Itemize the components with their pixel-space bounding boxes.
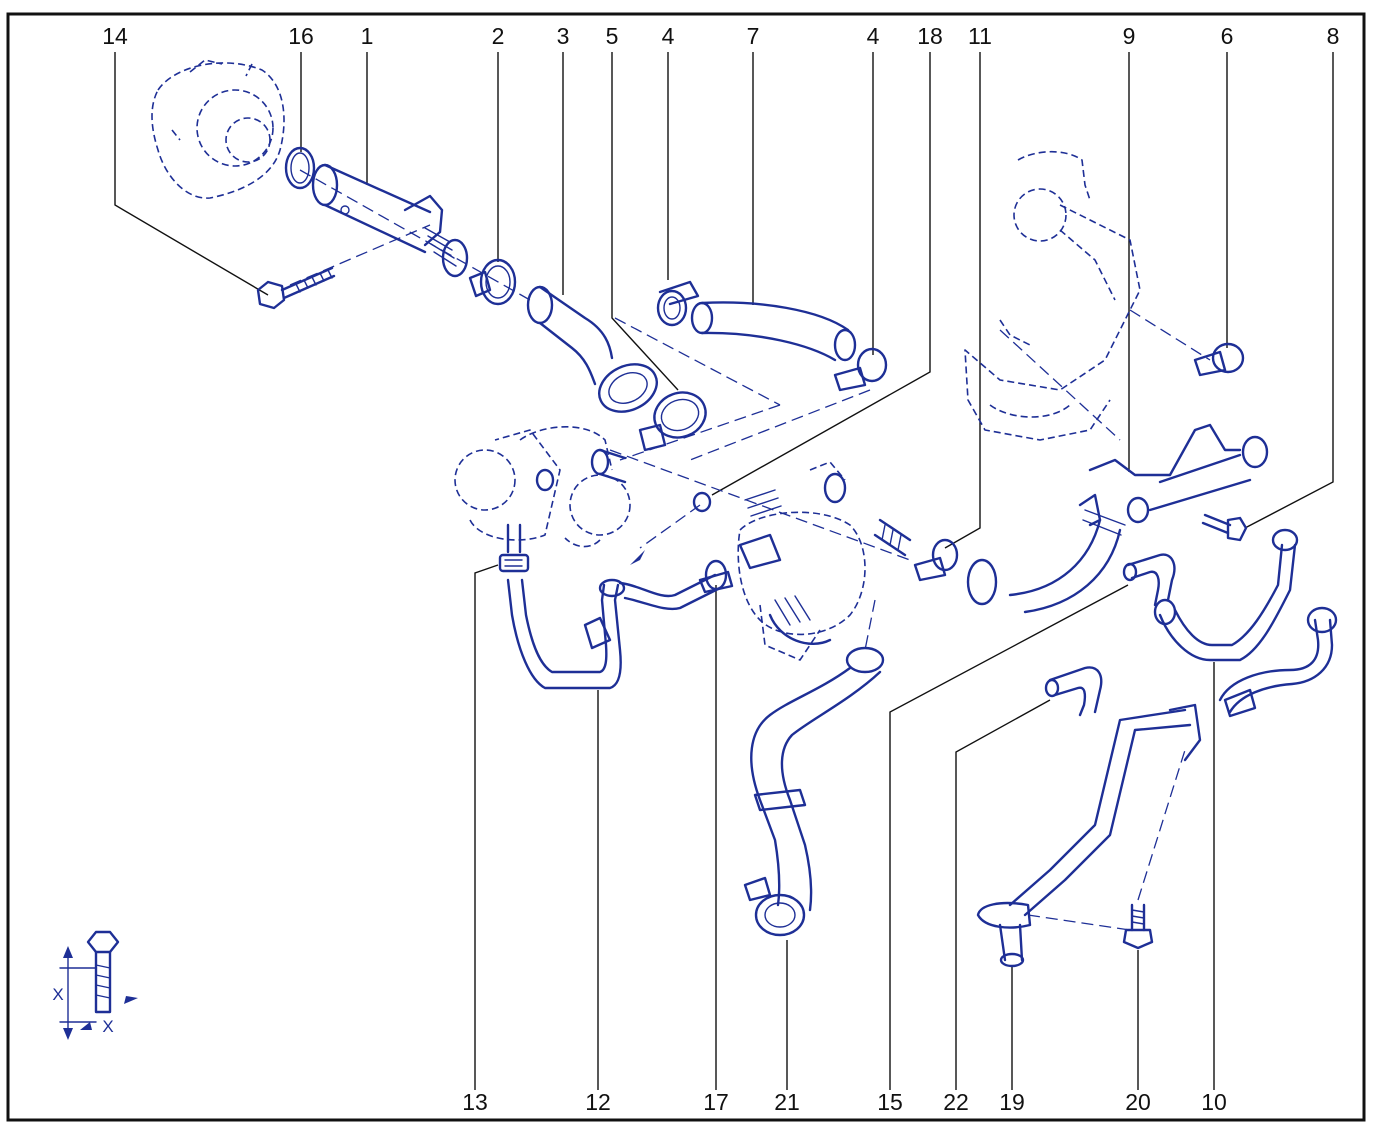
hose-21 [743, 646, 885, 937]
clamp-4-right [833, 347, 888, 392]
callout-10: 10 [1201, 1089, 1227, 1115]
clamp-2 [468, 258, 517, 306]
bottom-callouts: 13 12 17 21 15 22 19 20 10 [462, 1089, 1227, 1115]
callout-6: 6 [1221, 23, 1234, 49]
callout-18: 18 [917, 23, 943, 49]
callout-21: 21 [774, 1089, 800, 1115]
axis-hose-7 [614, 317, 781, 406]
dimension-arrow-top [63, 946, 73, 958]
pipe-19 [976, 703, 1202, 968]
bolt-20 [1122, 903, 1154, 950]
callout-9: 9 [1123, 23, 1136, 49]
hose-7 [690, 301, 857, 362]
callout-16: 16 [288, 23, 314, 49]
water-pump-inlets [738, 472, 912, 645]
bolt-14 [256, 266, 336, 310]
callout-5: 5 [606, 23, 619, 49]
water-pump-ghost [737, 461, 866, 661]
thermostat-outlets [535, 448, 627, 492]
callout-12: 12 [585, 1089, 611, 1115]
pump-housing-ghost [151, 59, 285, 199]
leader-14 [114, 52, 269, 296]
axis-bolt-20 [1027, 914, 1131, 931]
dimension-label-vertical: X [52, 985, 63, 1004]
connector-13 [498, 523, 530, 573]
axis-clamp-6 [1129, 309, 1211, 361]
dimension-label-horizontal: X [102, 1017, 113, 1036]
callout-13: 13 [462, 1089, 488, 1115]
axis-bolt-20-up [1137, 749, 1186, 901]
leader-13 [474, 564, 499, 1090]
clamp-4-left [656, 280, 700, 327]
callout-3: 3 [557, 23, 570, 49]
top-callouts: 14 16 1 2 3 5 4 7 4 18 11 9 6 8 [102, 23, 1339, 49]
bolt-legend: X X [52, 930, 138, 1040]
bolt-head-icon [86, 930, 120, 954]
callout-14: 14 [102, 23, 128, 49]
clamp-6 [1193, 342, 1245, 377]
callout-2: 2 [492, 23, 505, 49]
hose-3 [526, 285, 658, 413]
assembly-axes [289, 169, 1211, 931]
egr-cooler-ghost [964, 150, 1141, 441]
callout-1: 1 [361, 23, 374, 49]
callout-8: 8 [1327, 23, 1340, 49]
callout-4-right: 4 [867, 23, 880, 49]
leader-15 [889, 584, 1129, 1090]
hose-12 [506, 578, 626, 690]
elbow-22 [1044, 666, 1103, 717]
diagram-frame [6, 12, 1366, 1122]
bolt-shank-icon [94, 950, 112, 1014]
callout-20: 20 [1125, 1089, 1151, 1115]
leader-11 [944, 52, 981, 549]
callout-22: 22 [943, 1089, 969, 1115]
leader-18 [711, 52, 931, 496]
plug-18 [630, 491, 712, 565]
callout-11: 11 [968, 23, 992, 49]
clamp-11 [913, 538, 959, 582]
coolant-pipe-1 [311, 163, 469, 278]
axis-pump-21 [864, 599, 876, 651]
bolt-8 [1201, 513, 1248, 542]
axis-egr-9 [999, 329, 1121, 441]
axis-clamp-4 [619, 404, 781, 461]
axis-thermo-pump [609, 449, 911, 561]
callout-19: 19 [999, 1089, 1025, 1115]
callout-17: 17 [703, 1089, 729, 1115]
hose-17 [618, 559, 734, 611]
axis-pipe-1 [299, 169, 531, 301]
leader-lines [114, 52, 1334, 1090]
axis-hose-7-right [689, 389, 871, 461]
callout-7: 7 [747, 23, 760, 49]
leader-8 [1244, 52, 1334, 529]
hose-10 [1153, 528, 1338, 718]
axis-plug-18 [639, 504, 701, 549]
egr-pipe-9 [966, 423, 1269, 614]
thermostat-housing-ghost [454, 426, 631, 548]
leader-5 [611, 52, 679, 391]
callout-15: 15 [877, 1089, 903, 1115]
dimension-arrow-bottom [63, 1028, 73, 1040]
o-ring-16 [284, 146, 316, 190]
leader-22 [955, 699, 1051, 1090]
hose-15 [1122, 553, 1176, 607]
callout-4-left: 4 [662, 23, 675, 49]
clamp-5 [638, 391, 707, 452]
